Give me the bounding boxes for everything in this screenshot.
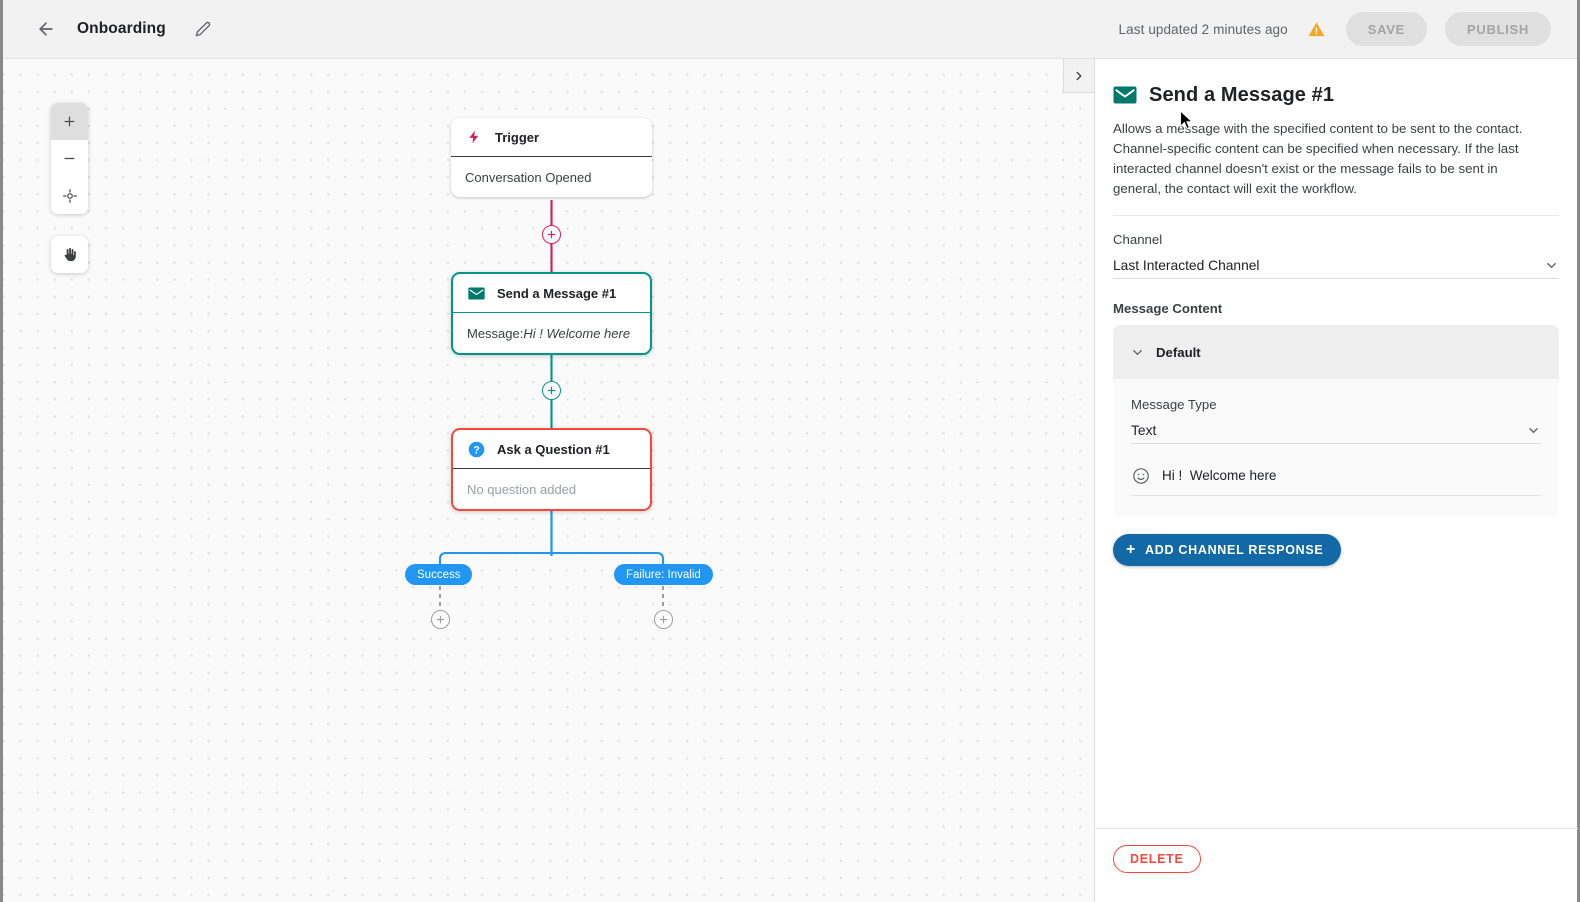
node-subtitle: Message: Hi ! Welcome here — [453, 313, 650, 353]
app-header: Onboarding Last updated 2 minutes ago SA… — [3, 0, 1577, 59]
pencil-icon — [195, 21, 210, 37]
default-response-label: Default — [1156, 344, 1201, 360]
zoom-controls — [51, 103, 88, 214]
message-text-value: Hi ! Welcome here — [1162, 468, 1277, 483]
chevron-down-icon — [1130, 345, 1145, 360]
message-type-label: Message Type — [1131, 397, 1217, 412]
plus-icon — [547, 230, 556, 239]
add-node-button-success-branch[interactable] — [431, 610, 450, 629]
panel-title: Send a Message #1 — [1149, 83, 1335, 106]
emoji-smiley-icon[interactable] — [1131, 466, 1150, 485]
channel-select[interactable]: Last Interacted Channel — [1113, 253, 1559, 279]
save-button[interactable]: SAVE — [1345, 12, 1428, 46]
envelope-icon — [467, 284, 485, 302]
warning-triangle-icon[interactable] — [1306, 18, 1328, 40]
message-type-value: Text — [1131, 423, 1157, 438]
envelope-icon — [1113, 83, 1137, 107]
default-response-body: Message Type Text — [1113, 379, 1559, 516]
node-settings-panel: Send a Message #1 Allows a message with … — [1094, 59, 1578, 902]
panel-footer: DELETE — [1095, 828, 1578, 902]
panel-divider — [1113, 215, 1559, 216]
plus-icon — [64, 116, 75, 127]
add-node-button-after-trigger[interactable] — [542, 225, 561, 244]
crosshair-target-icon — [62, 188, 77, 203]
plus-icon — [547, 386, 556, 395]
node-header: Send a Message #1 — [453, 274, 650, 313]
lightning-bolt-icon — [465, 128, 483, 146]
node-title: Ask a Question #1 — [497, 441, 610, 457]
header-actions: Last updated 2 minutes ago SAVE PUBLISH — [1119, 12, 1577, 46]
chevron-right-icon — [1076, 71, 1082, 80]
zoom-in-button[interactable] — [51, 103, 88, 140]
svg-text:?: ? — [473, 444, 479, 456]
message-text-input[interactable]: Hi ! Welcome here — [1131, 466, 1541, 496]
question-circle-icon: ? — [467, 440, 485, 458]
node-title: Send a Message #1 — [497, 285, 617, 301]
add-node-button-failure-branch[interactable] — [654, 610, 673, 629]
plus-icon — [659, 615, 668, 624]
message-content-card: Default Message Type Text — [1113, 325, 1559, 516]
node-subtitle-value: Hi ! Welcome here — [523, 325, 631, 341]
add-channel-response-button[interactable]: + ADD CHANNEL RESPONSE — [1113, 534, 1342, 566]
flow-node-send-a-message-1[interactable]: Send a Message #1 Message: Hi ! Welcome … — [451, 272, 652, 355]
hand-icon — [64, 247, 76, 262]
chevron-down-icon — [1526, 423, 1541, 438]
arrow-left-icon — [39, 22, 53, 36]
add-node-button-after-message[interactable] — [542, 381, 561, 400]
message-content-label: Message Content — [1113, 301, 1223, 316]
chevron-down-icon — [1544, 258, 1559, 273]
flow-node-ask-a-question-1[interactable]: ? Ask a Question #1 No question added — [451, 428, 652, 511]
fit-view-button[interactable] — [51, 177, 88, 214]
plus-icon — [436, 615, 445, 624]
branch-label-success[interactable]: Success — [405, 564, 473, 585]
add-channel-response-label: ADD CHANNEL RESPONSE — [1145, 543, 1324, 557]
collapse-panel-button[interactable] — [1063, 59, 1094, 93]
edit-title-button[interactable] — [188, 14, 218, 44]
zoom-out-button[interactable] — [51, 140, 88, 177]
panel-description: Allows a message with the specified cont… — [1113, 121, 1523, 196]
workflow-title: Onboarding — [77, 20, 166, 37]
flow-node-trigger[interactable]: Trigger Conversation Opened — [451, 118, 652, 197]
branch-label-failure-invalid[interactable]: Failure: Invalid — [614, 564, 713, 585]
node-subtitle: Conversation Opened — [465, 169, 592, 185]
node-title: Trigger — [495, 129, 540, 145]
channel-select-value: Last Interacted Channel — [1113, 258, 1260, 273]
delete-button[interactable]: DELETE — [1113, 845, 1201, 873]
node-subtitle: No question added — [467, 481, 577, 497]
node-header: ? Ask a Question #1 — [453, 430, 650, 469]
plus-icon: + — [1126, 541, 1137, 558]
message-type-select[interactable]: Text — [1131, 418, 1541, 444]
back-button[interactable] — [29, 12, 63, 46]
node-subtitle-prefix: Message: — [467, 325, 524, 341]
flow-canvas[interactable]: Trigger Conversation Opened Send a Messa… — [3, 59, 1094, 902]
default-response-header[interactable]: Default — [1113, 325, 1559, 379]
pan-tool-button[interactable] — [51, 236, 88, 273]
last-updated-text: Last updated 2 minutes ago — [1118, 21, 1288, 37]
node-header: Trigger — [451, 118, 652, 157]
publish-button[interactable]: PUBLISH — [1445, 12, 1551, 46]
channel-label: Channel — [1113, 232, 1163, 247]
minus-icon — [64, 157, 75, 160]
panel-title-row: Send a Message #1 — [1095, 59, 1577, 107]
